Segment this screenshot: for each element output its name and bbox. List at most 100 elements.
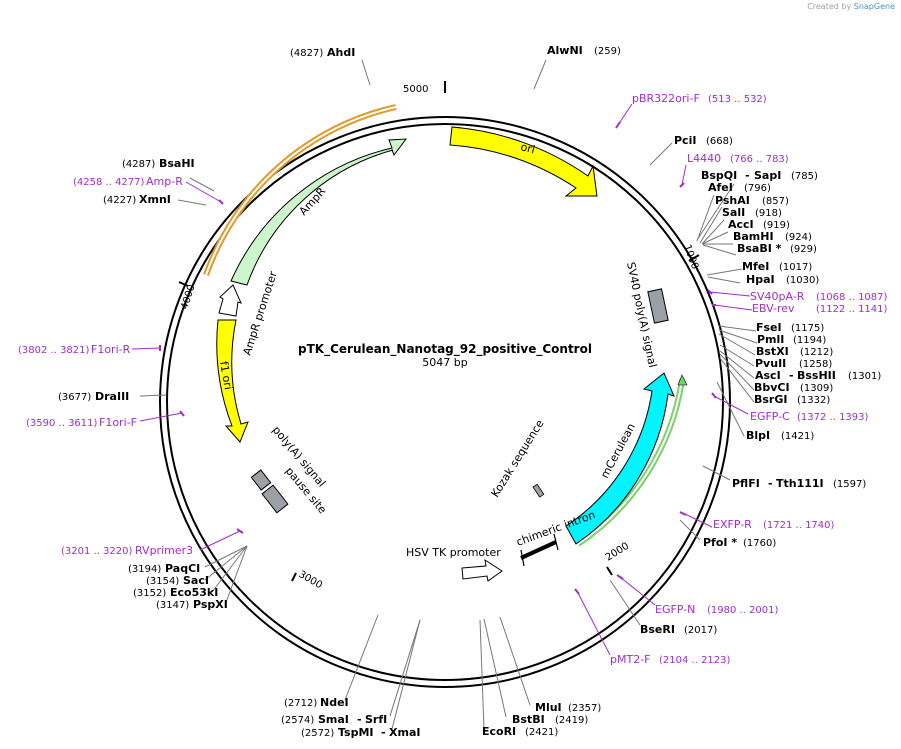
site-pos-pcii: (668) xyxy=(706,136,733,147)
site-pflfi[interactable]: PflFI xyxy=(732,477,760,490)
enzyme-leaders xyxy=(139,59,758,730)
site-xmni[interactable]: XmnI xyxy=(139,193,171,206)
site-pos-pfoi: (1760) xyxy=(743,538,776,549)
primer-f1ori-r[interactable]: F1ori-R xyxy=(91,343,131,356)
site-paqci[interactable]: PaqCI xyxy=(165,562,200,575)
site-hpai[interactable]: HpaI xyxy=(746,273,775,286)
site-bbvci[interactable]: BbvCI xyxy=(754,381,790,394)
primer-exfp-r[interactable]: EXFP-R xyxy=(713,518,752,531)
site-pos-eco53ki: (3152) xyxy=(133,588,166,599)
hsv-tk-promoter-arrow[interactable] xyxy=(461,558,503,582)
site-pos-saci: (3154) xyxy=(146,576,179,587)
plasmid-length: 5047 bp xyxy=(422,356,467,369)
site-mlui[interactable]: MluI xyxy=(535,701,562,714)
site-bamhi[interactable]: BamHI xyxy=(733,230,774,243)
site-pmli[interactable]: PmlI xyxy=(757,333,784,346)
site-pfoi[interactable]: PfoI * xyxy=(703,536,737,549)
primer-rvprimer3[interactable]: RVprimer3 xyxy=(135,544,193,557)
primer-pmt2-f[interactable]: pMT2-F xyxy=(610,653,651,666)
primer-range-ebv-rev: (1122 .. 1141) xyxy=(816,304,888,315)
site-smai[interactable]: SmaI xyxy=(318,713,349,726)
site-sali[interactable]: SalI xyxy=(722,206,745,219)
primer-amp-r[interactable]: Amp-R xyxy=(146,175,183,188)
site-pos-bstxi: (1212) xyxy=(800,347,833,358)
site-afei[interactable]: AfeI xyxy=(708,181,733,194)
backbone xyxy=(159,116,731,688)
chimeric-intron-bar[interactable] xyxy=(520,540,557,560)
tick-label-2000: 2000 xyxy=(604,541,631,564)
site-draiii[interactable]: DraIII xyxy=(95,390,129,403)
separator-bspqi: - xyxy=(745,169,750,182)
site-bspqi[interactable]: BspQI xyxy=(701,169,737,182)
site-bstbi[interactable]: BstBI xyxy=(512,713,545,726)
site-pvuii[interactable]: PvuII xyxy=(755,357,786,370)
site-tspmi[interactable]: TspMI xyxy=(338,726,374,739)
primer-range-l4440: (766 .. 783) xyxy=(730,154,789,165)
primer-range-f1ori-f: (3590 .. 3611) xyxy=(26,418,98,429)
site-ahdi[interactable]: AhdI xyxy=(327,46,355,59)
site-tth111i[interactable]: Tth111I xyxy=(776,477,824,490)
primer-f1ori-f[interactable]: F1ori-F xyxy=(99,416,137,429)
site-pos-alwni: (259) xyxy=(594,46,621,57)
polya-signal-box[interactable] xyxy=(250,469,272,491)
site-bsrgi[interactable]: BsrGI xyxy=(754,393,787,406)
site-asci[interactable]: AscI xyxy=(755,369,781,382)
primer-pbr322ori-f[interactable]: pBR322ori-F xyxy=(632,92,700,105)
site-pos-xmni: (4227) xyxy=(103,195,136,206)
separator-asci: - xyxy=(789,369,794,382)
site-alwni[interactable]: AlwNI xyxy=(547,44,583,57)
site-acci[interactable]: AccI xyxy=(728,218,754,231)
pause-site-box[interactable] xyxy=(261,484,289,514)
primer-leaders xyxy=(131,103,753,656)
kozak-box[interactable] xyxy=(532,483,545,498)
site-pos-blpi: (1421) xyxy=(781,431,814,442)
site-srfi[interactable]: SrfI xyxy=(365,713,387,726)
primer-sv40pa-r[interactable]: SV40pA-R xyxy=(750,290,805,303)
primer-ebv-rev[interactable]: EBV-rev xyxy=(752,302,795,315)
snapgene-logo: SnapGene xyxy=(853,2,895,11)
site-pos-pshai: (857) xyxy=(762,196,789,207)
site-pos-paqci: (3194) xyxy=(128,564,161,575)
primer-l4440[interactable]: L4440 xyxy=(687,152,721,165)
site-blpi[interactable]: BlpI xyxy=(746,429,770,442)
credit-prefix: Created by xyxy=(807,2,852,11)
site-ecori[interactable]: EcoRI xyxy=(482,725,516,738)
site-saci[interactable]: SacI xyxy=(183,574,209,587)
site-eco53ki[interactable]: Eco53kI xyxy=(170,586,218,599)
separator-tspmi: - xyxy=(381,726,386,739)
primer-range-rvprimer3: (3201 .. 3220) xyxy=(61,546,133,557)
ori-arrow[interactable] xyxy=(449,126,598,197)
primer-egfp-n[interactable]: EGFP-N xyxy=(655,603,695,616)
ruler-ticks xyxy=(178,81,700,582)
site-bsshii[interactable]: BssHII xyxy=(797,369,836,382)
site-sapi[interactable]: SapI xyxy=(754,169,781,182)
site-pos-hpai: (1030) xyxy=(786,275,819,286)
site-pspxi[interactable]: PspXI xyxy=(193,598,228,611)
site-pos-fsei: (1175) xyxy=(791,323,824,334)
site-bsabi[interactable]: BsaBI * xyxy=(737,242,782,255)
site-ndei[interactable]: NdeI xyxy=(320,696,349,709)
site-bsahi[interactable]: BsaHI xyxy=(159,157,195,170)
primer-egfp-c[interactable]: EGFP-C xyxy=(750,410,790,423)
site-pos-bamhi: (924) xyxy=(785,232,812,243)
primer-range-egfp-n: (1980 .. 2001) xyxy=(707,605,779,616)
f1-ori-arrow[interactable] xyxy=(216,319,249,443)
site-pos-ecori: (2421) xyxy=(525,727,558,738)
site-pcii[interactable]: PciI xyxy=(674,134,696,147)
mcerulean-arrow[interactable] xyxy=(565,372,675,545)
site-pos-bstbi: (2419) xyxy=(555,715,588,726)
site-mfei[interactable]: MfeI xyxy=(742,260,769,273)
ampr-arrow[interactable] xyxy=(230,138,408,286)
site-xmai[interactable]: XmaI xyxy=(389,726,420,739)
site-bstxi[interactable]: BstXI xyxy=(756,345,789,358)
ampr-promoter-arrow[interactable] xyxy=(218,284,242,317)
site-pos-draiii: (3677) xyxy=(58,392,91,403)
tick-label-5000: 5000 xyxy=(403,84,428,95)
site-pshai[interactable]: PshAI xyxy=(715,194,750,207)
primer-range-sv40pa-r: (1068 .. 1087) xyxy=(816,292,888,303)
site-fsei[interactable]: FseI xyxy=(756,321,782,334)
site-pos-mfei: (1017) xyxy=(779,262,812,273)
site-bseri[interactable]: BseRI xyxy=(640,623,675,636)
primer-range-pmt2-f: (2104 .. 2123) xyxy=(659,655,731,666)
sv40-polya-box[interactable] xyxy=(647,288,669,324)
